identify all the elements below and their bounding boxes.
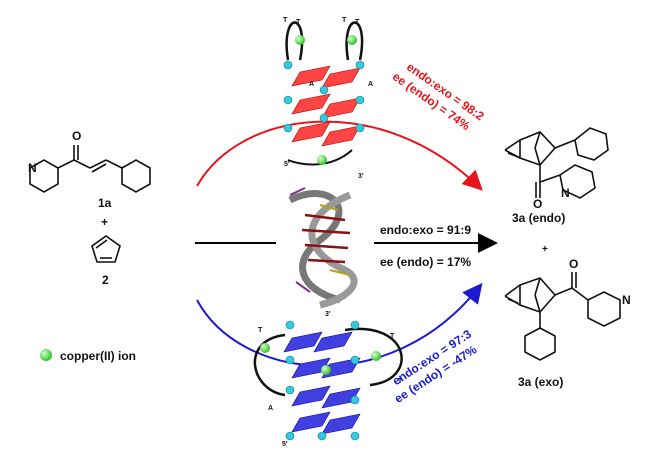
product-exo-label: 3a (exo) <box>518 375 563 389</box>
product-exo-structure <box>504 272 621 361</box>
strand-label: T <box>390 333 395 340</box>
exo-atom-n: N <box>622 293 631 307</box>
atom-n: N <box>28 161 37 175</box>
endo-atom-n: N <box>561 186 570 200</box>
product-plus: + <box>542 244 548 255</box>
compound-1a-label: 1a <box>98 196 112 210</box>
strand-label: T <box>342 17 347 24</box>
compound-1a-structure <box>29 145 151 193</box>
black-ee-value: ee (endo) = 17% <box>380 255 471 269</box>
exo-atom-o: O <box>569 257 578 271</box>
dna-structure-image <box>288 187 358 309</box>
strand-label: 5' <box>284 161 290 168</box>
copper-ion-icon <box>40 349 52 361</box>
cyclopentadiene-structure <box>91 235 121 263</box>
strand-label: 3' <box>325 311 331 318</box>
red-reaction-arrow <box>196 120 483 191</box>
atom-o: O <box>72 129 81 143</box>
strand-label: T <box>296 19 301 26</box>
product-endo-structure <box>504 127 609 199</box>
copper-legend-label: copper(II) ion <box>60 349 136 363</box>
blue-conditions: endo:exo = 97:3 ee (endo) = -47% <box>390 327 480 406</box>
compound-2-label: 2 <box>102 273 109 287</box>
strand-label: A <box>368 81 373 88</box>
strand-label: A <box>268 405 273 412</box>
red-strand-labels: T T T T A A 5' 3' <box>283 17 373 180</box>
strand-label: 5' <box>282 441 288 448</box>
reactant-plus: + <box>101 215 108 229</box>
strand-label: A <box>309 81 314 88</box>
red-g-quadruplex <box>283 21 365 166</box>
red-conditions: endo:exo = 98:2 ee (endo) = 74% <box>390 60 487 134</box>
black-endo-exo-ratio: endo:exo = 91:9 <box>380 223 471 237</box>
product-endo-label: 3a (endo) <box>512 211 565 225</box>
strand-label: T <box>258 327 263 334</box>
strand-label: 3' <box>358 173 364 180</box>
strand-label: T <box>355 19 360 26</box>
endo-atom-o: O <box>533 197 542 211</box>
strand-label: T <box>283 17 288 24</box>
blue-strand-labels: T T T A 3' 5' <box>258 311 403 448</box>
blue-g-quadruplex <box>253 320 403 441</box>
strand-label: T <box>398 378 403 385</box>
